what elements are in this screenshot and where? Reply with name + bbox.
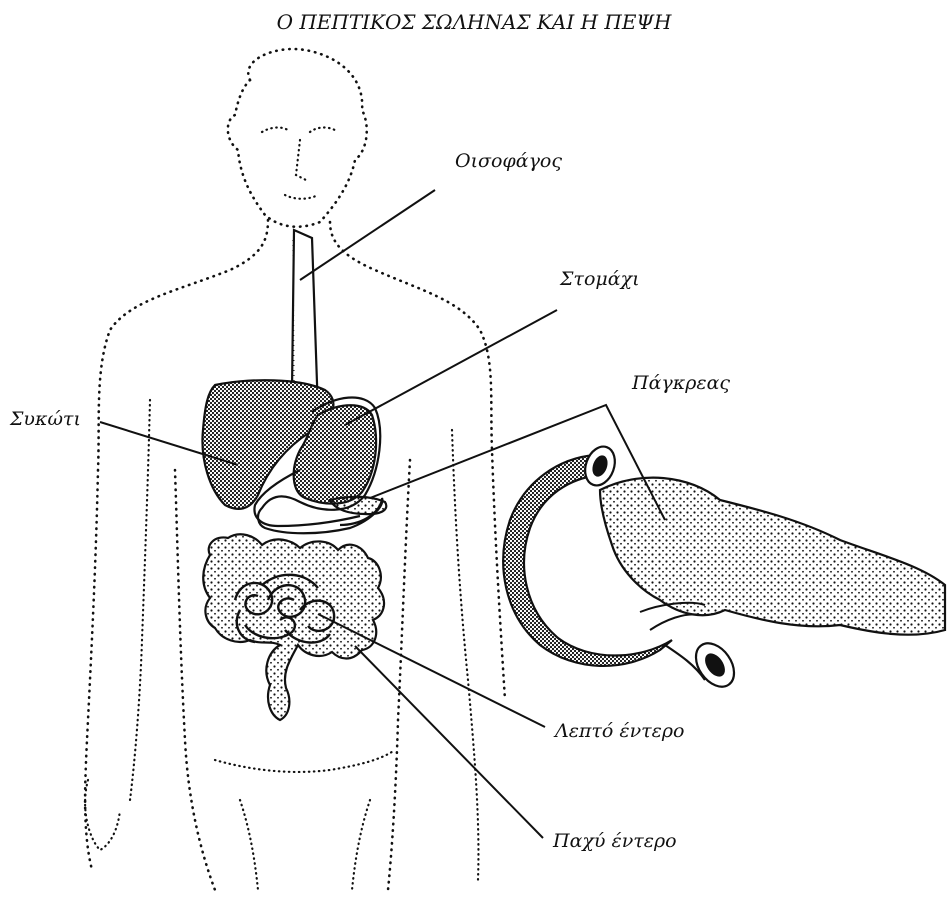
pancreas-detail-shape xyxy=(503,442,945,693)
label-pancreas: Πάγκρεας xyxy=(632,372,730,394)
leader-stomach xyxy=(345,310,557,425)
label-oesophagus: Οισοφάγος xyxy=(455,150,562,172)
leader-large-intestine xyxy=(355,646,543,838)
label-liver: Συκώτι xyxy=(10,408,81,430)
leader-small-intestine xyxy=(318,614,545,727)
leader-oesophagus xyxy=(300,190,435,280)
diagram-title: Ο ΠΕΠΤΙΚΟΣ ΣΩΛΗΝΑΣ ΚΑΙ Η ΠΕΨΗ xyxy=(0,10,948,34)
pancreas-small-shape xyxy=(330,497,386,514)
label-stomach: Στομάχι xyxy=(560,268,640,290)
label-large-intestine: Παχύ έντερο xyxy=(553,830,677,852)
label-small-intestine: Λεπτό έντερο xyxy=(555,720,684,742)
